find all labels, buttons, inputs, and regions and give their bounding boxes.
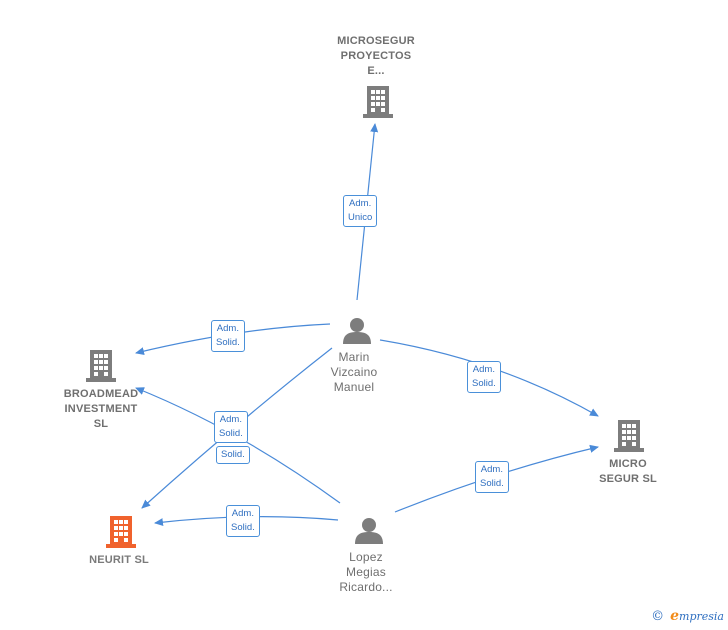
edge-label-lopez-broadmead: Solid.: [216, 446, 250, 464]
node-label-lopez[interactable]: Lopez Megias Ricardo...: [339, 550, 393, 594]
brand-initial: e: [670, 608, 680, 624]
copyright-icon: ©: [651, 609, 665, 624]
edge-label-lopez-microseg: Adm. Solid.: [475, 461, 509, 493]
person-icon-marin[interactable]: [343, 318, 371, 344]
building-icon-microsegur-proyectos[interactable]: [363, 86, 393, 118]
node-label-micro-segur[interactable]: MICRO SEGUR SL: [599, 458, 657, 485]
empresia-brand[interactable]: © empresia: [651, 608, 724, 624]
building-icon-neurit[interactable]: [106, 516, 136, 548]
node-label-microsegur-proyectos[interactable]: MICROSEGUR PROYECTOS E...: [337, 35, 415, 77]
building-icon-micro-segur[interactable]: [614, 420, 644, 452]
edge-label-marin-microseg: Adm. Solid.: [467, 361, 501, 393]
building-icon-broadmead[interactable]: [86, 350, 116, 382]
node-label-neurit[interactable]: NEURIT SL: [89, 554, 149, 566]
brand-name: mpresia: [679, 610, 724, 623]
edge-label-marin-microsegur: Adm. Unico: [343, 195, 378, 227]
node-label-marin[interactable]: Marin Vizcaino Manuel: [330, 350, 378, 394]
person-icon-lopez[interactable]: [355, 518, 383, 544]
edge-label-lopez-neurit: Adm. Solid.: [226, 505, 260, 537]
node-label-broadmead[interactable]: BROADMEAD INVESTMENT SL: [63, 388, 139, 430]
edge-label-marin-broadmead: Adm. Solid.: [211, 320, 245, 352]
edge-label-marin-neurit: Adm. Solid.: [214, 411, 248, 443]
